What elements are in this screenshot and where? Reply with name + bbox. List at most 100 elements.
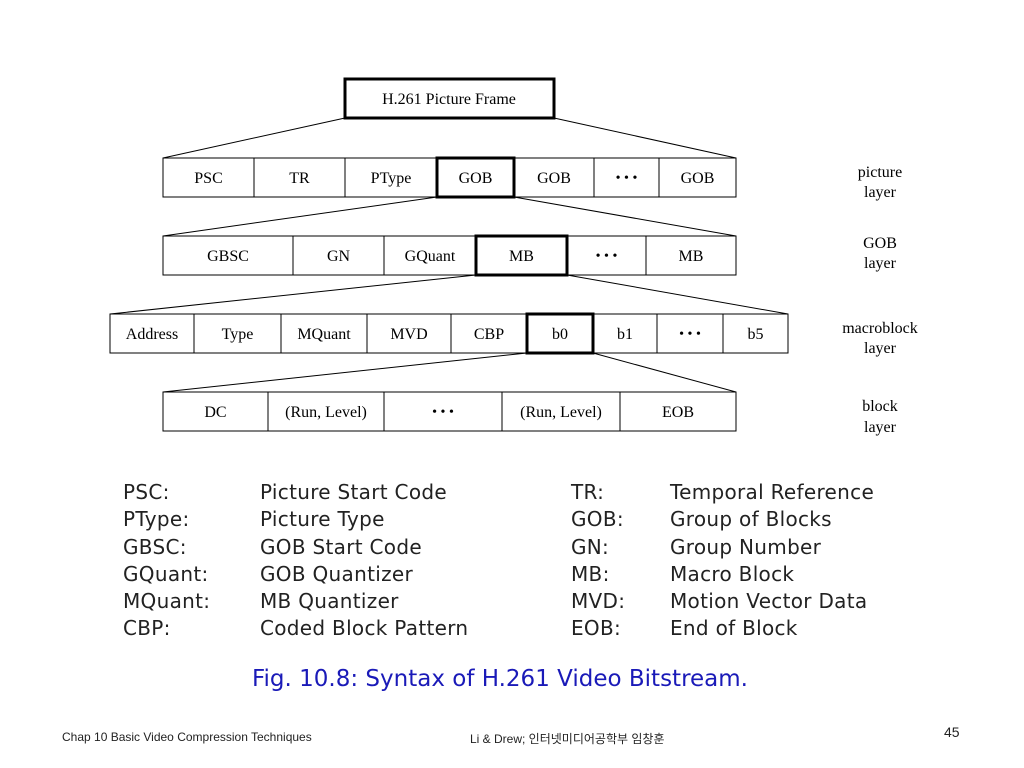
cell-gob-last	[658, 157, 737, 198]
cell-type	[193, 313, 282, 354]
block-layer-row: DC (Run, Level) • • • (Run, Level) EOB	[162, 391, 737, 432]
cell-label: MB	[679, 248, 704, 265]
abbr-meaning: Picture Start Code	[260, 480, 447, 504]
block-layer-label-line2: layer	[864, 419, 897, 436]
connector-mb-right	[566, 274, 789, 315]
cell-mb-highlighted	[474, 234, 569, 277]
cell-label: GQuant	[405, 248, 456, 265]
picture-layer-label-line1: picture	[858, 164, 902, 181]
cell-label: GOB	[681, 170, 715, 187]
cell-label: GBSC	[207, 248, 249, 265]
abbr-meaning: Coded Block Pattern	[260, 616, 469, 640]
cell-label: PType	[371, 170, 412, 187]
abbr-meaning: Group Number	[670, 535, 822, 559]
cell-label: GN	[327, 248, 351, 265]
cell-mb-last	[645, 235, 737, 276]
abbr-term: PSC:	[123, 480, 170, 504]
cell-label: GOB	[459, 170, 493, 187]
gob-layer-label-line1: GOB	[863, 235, 897, 252]
cell-b0-highlighted	[525, 312, 595, 355]
block-layer-label-line1: block	[862, 398, 898, 415]
macroblock-layer-label-line1: macroblock	[842, 320, 918, 337]
abbr-term: GN:	[571, 535, 610, 559]
abbr-meaning: Motion Vector Data	[670, 589, 868, 613]
footer-authors: Li & Drew; 인터넷미디어공학부 임창훈	[470, 732, 665, 746]
cell-label: MB	[509, 248, 534, 265]
abbr-term: MQuant:	[123, 589, 211, 613]
cell-ellipsis	[383, 391, 503, 432]
connector-lines	[109, 117, 789, 393]
connector-frame-right	[553, 117, 737, 159]
page-number: 45	[944, 724, 960, 740]
connector-gob-right	[513, 196, 737, 237]
cell-cbp	[450, 313, 528, 354]
abbr-term: GBSC:	[123, 535, 187, 559]
abbr-term: CBP:	[123, 616, 171, 640]
abbr-term: MVD:	[571, 589, 626, 613]
footer-chapter: Chap 10 Basic Video Compression Techniqu…	[62, 730, 312, 744]
cell-label: GOB	[537, 170, 571, 187]
cell-ellipsis	[566, 235, 647, 276]
abbr-term: EOB:	[571, 616, 622, 640]
abbr-term: PType:	[123, 507, 190, 531]
frame-box	[343, 77, 556, 120]
cell-run-level-2	[501, 391, 621, 432]
gob-layer-row: GBSC GN GQuant • • • MB MB	[162, 234, 737, 277]
cell-label: EOB	[662, 404, 694, 421]
macroblock-layer-label-line2: layer	[864, 340, 897, 357]
cell-label: CBP	[474, 326, 504, 343]
cell-label: (Run, Level)	[520, 404, 602, 421]
cell-dc	[162, 391, 269, 432]
cell-psc	[162, 157, 255, 198]
cell-gquant	[383, 235, 477, 276]
cell-label: Type	[222, 326, 254, 343]
cell-eob	[619, 391, 737, 432]
cell-label: PSC	[194, 170, 222, 187]
abbr-meaning: Group of Blocks	[670, 507, 832, 531]
picture-layer-row: PSC TR PType GOB • • • GOB GOB	[162, 156, 737, 199]
cell-mvd	[366, 313, 452, 354]
connector-gob-left	[162, 196, 438, 237]
cell-label: MVD	[390, 326, 427, 343]
abbr-term: GQuant:	[123, 562, 209, 586]
connector-frame-left	[162, 117, 346, 159]
cell-label: • • •	[596, 249, 618, 264]
abbr-term: GOB:	[571, 507, 624, 531]
cell-ellipsis	[593, 157, 660, 198]
abbr-term: TR:	[571, 480, 605, 504]
abbr-meaning: Picture Type	[260, 507, 385, 531]
cell-label: DC	[204, 404, 226, 421]
abbr-term: MB:	[571, 562, 610, 586]
cell-label: b0	[552, 326, 568, 343]
layer-labels: picture layer GOB layer macroblock layer…	[842, 164, 918, 436]
connector-b0-right	[592, 352, 737, 393]
abbr-meaning: GOB Start Code	[260, 535, 422, 559]
cell-mquant	[280, 313, 368, 354]
cell-run-level-1	[267, 391, 385, 432]
connector-b0-left	[162, 352, 528, 393]
cell-label: • • •	[616, 171, 638, 186]
abbr-meaning: End of Block	[670, 616, 798, 640]
abbr-meaning: GOB Quantizer	[260, 562, 413, 586]
figure-caption: Fig. 10.8: Syntax of H.261 Video Bitstre…	[251, 666, 748, 692]
connector-mb-left	[109, 274, 477, 315]
frame-title: H.261 Picture Frame	[382, 91, 516, 108]
picture-layer-label-line2: layer	[864, 184, 897, 201]
bitstream-syntax-diagram: H.261 Picture Frame PSC TR PType GOB • •…	[109, 77, 918, 436]
cell-label: • • •	[679, 327, 701, 342]
cell-label: b1	[617, 326, 633, 343]
abbr-meaning: Macro Block	[670, 562, 795, 586]
cell-label: MQuant	[297, 326, 351, 343]
gob-layer-label-line2: layer	[864, 255, 897, 272]
cell-label: TR	[289, 170, 310, 187]
cell-label: Address	[126, 326, 178, 343]
abbr-meaning: Temporal Reference	[670, 480, 875, 504]
cell-label: b5	[748, 326, 764, 343]
cell-address	[109, 313, 195, 354]
abbr-meaning: MB Quantizer	[260, 589, 399, 613]
cell-gob-highlighted	[435, 156, 516, 199]
cell-gbsc	[162, 235, 294, 276]
cell-label: (Run, Level)	[285, 404, 367, 421]
cell-label: • • •	[432, 405, 454, 420]
macroblock-layer-row: Address Type MQuant MVD CBP b1 • • • b5 …	[109, 312, 789, 355]
